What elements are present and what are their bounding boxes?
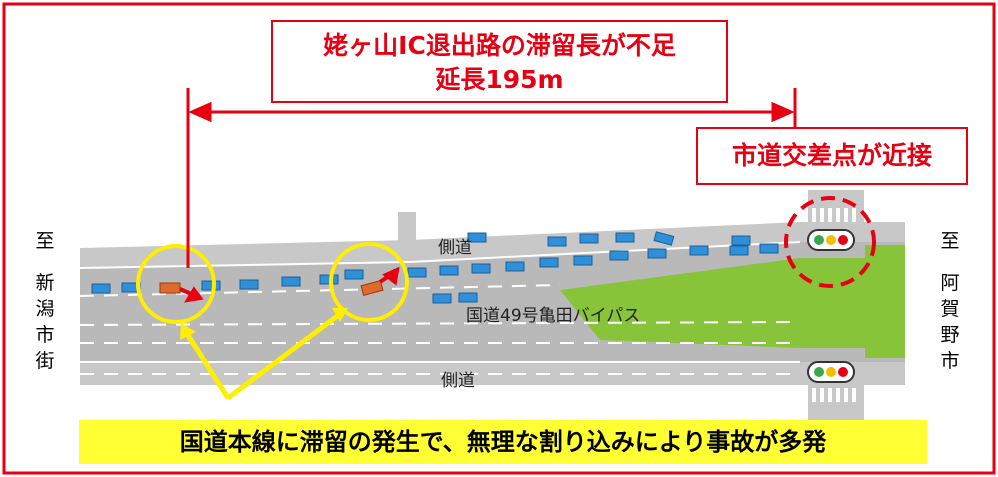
pointer-arrowhead-left: [180, 323, 196, 340]
left-to-label: 至: [35, 230, 55, 252]
merging-car-left: [159, 282, 181, 294]
highlight-circle-right: [329, 242, 409, 322]
traffic-signal-top: [807, 229, 855, 251]
accident-banner: 国道本線に滞留の発生で、無理な割り込みにより事故が多発: [79, 420, 927, 464]
intersection-callout: 市道交差点が近接: [696, 127, 968, 185]
right-destination-label: 阿賀野市: [940, 272, 960, 372]
pointer-arrows: [183, 312, 342, 400]
lane-markings: [79, 284, 801, 375]
right-to-label: 至: [940, 230, 960, 252]
merging-car-right: [360, 279, 384, 297]
title-line2: 延長195m: [435, 65, 564, 94]
green-median-right: [865, 245, 905, 358]
left-destination-label: 新潟市街: [35, 272, 55, 372]
side-road-top-label: 側道: [438, 238, 472, 258]
dimension-line: [186, 88, 797, 268]
merge-arrows: [179, 266, 400, 303]
traffic-signal-bottom: [807, 361, 855, 383]
side-road-top: [80, 222, 905, 268]
queued-cars: [91, 231, 779, 304]
side-road-stub: [398, 212, 416, 248]
main-route-label: 国道49号亀田バイパス: [466, 306, 641, 326]
crosswalk-bottom: [812, 388, 856, 402]
highlight-circle-left: [136, 244, 216, 324]
intersection-highlight-circle: [784, 196, 876, 288]
side-road-bottom-label: 側道: [441, 371, 475, 391]
title-callout: 姥ヶ山IC退出路の滞留長が不足 延長195m: [271, 20, 728, 103]
green-median: [560, 258, 905, 348]
pointer-arrowhead-right: [332, 308, 348, 322]
title-line1: 姥ヶ山IC退出路の滞留長が不足: [323, 31, 676, 60]
crosswalk-top: [812, 208, 856, 222]
